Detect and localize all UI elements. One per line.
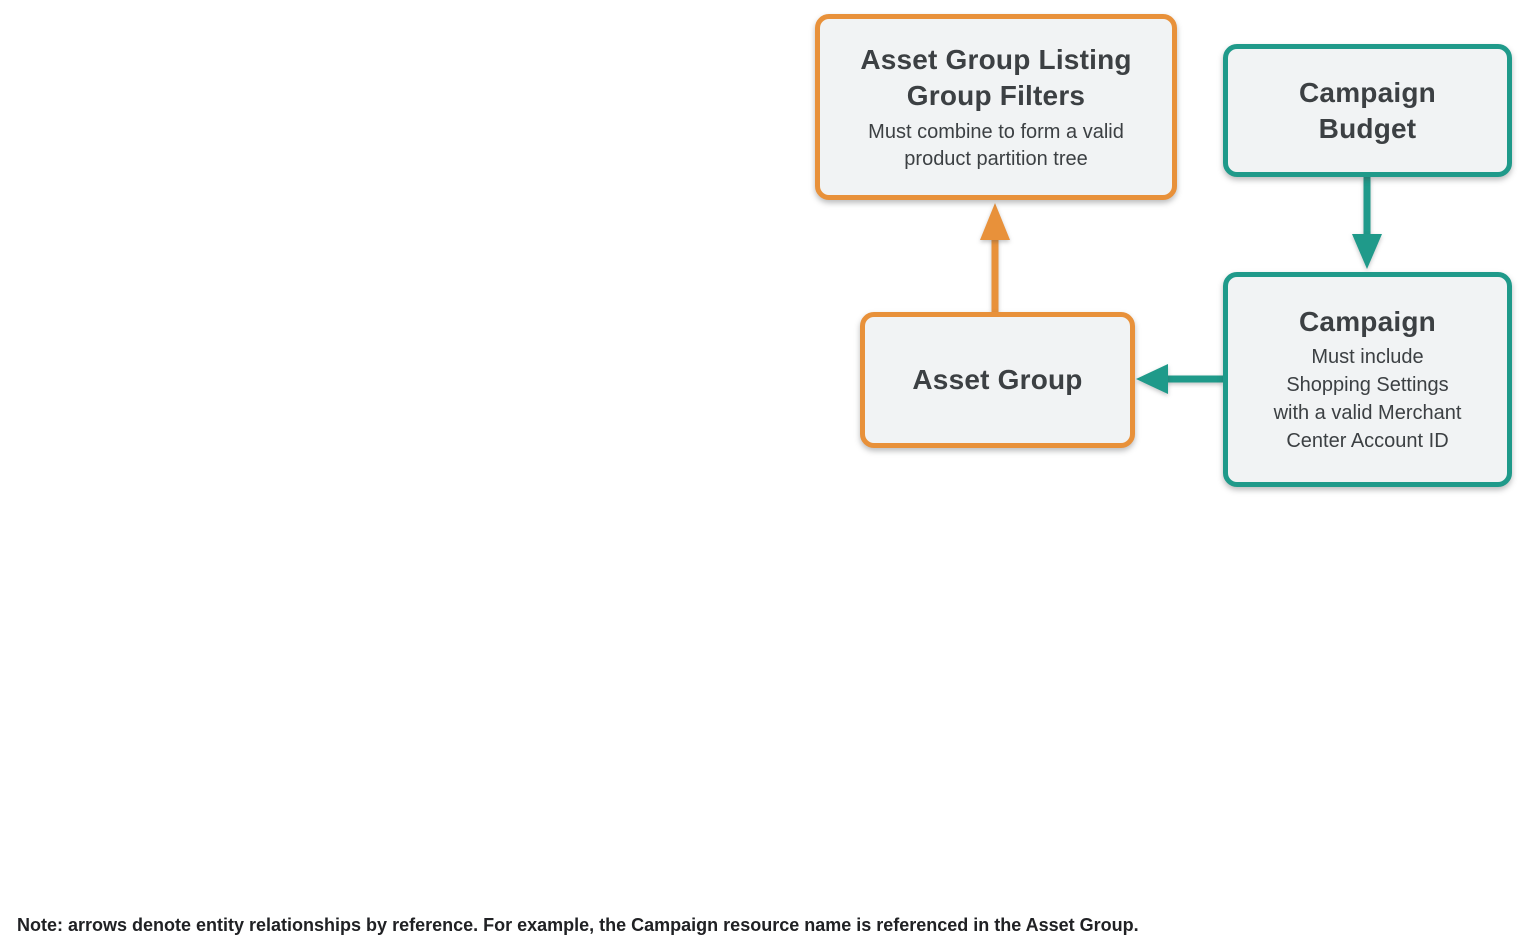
node-asset-group: Asset Group bbox=[860, 312, 1135, 448]
footnote: Note: arrows denote entity relationships… bbox=[17, 915, 1139, 935]
node-title: Campaign bbox=[1299, 306, 1436, 337]
node-subtitle: Must include Shopping Settings with a va… bbox=[1273, 346, 1462, 452]
node-title: Campaign Budget bbox=[1299, 76, 1436, 144]
node-campaign-budget: Campaign Budget bbox=[1223, 44, 1512, 177]
node-campaign: Campaign Must include Shopping Settings … bbox=[1223, 272, 1512, 487]
arrow-campaign-budget-to-campaign bbox=[1352, 177, 1382, 269]
node-title: Asset Group bbox=[912, 364, 1083, 395]
arrow-campaign-to-asset-group bbox=[1136, 364, 1223, 394]
node-asset-group-listing-group-filters: Asset Group Listing Group Filters Must c… bbox=[815, 14, 1177, 200]
node-subtitle: Must combine to form a valid product par… bbox=[868, 120, 1124, 170]
node-title: Asset Group Listing Group Filters bbox=[860, 43, 1132, 111]
arrow-asset-group-to-listing-filters bbox=[980, 203, 1010, 312]
